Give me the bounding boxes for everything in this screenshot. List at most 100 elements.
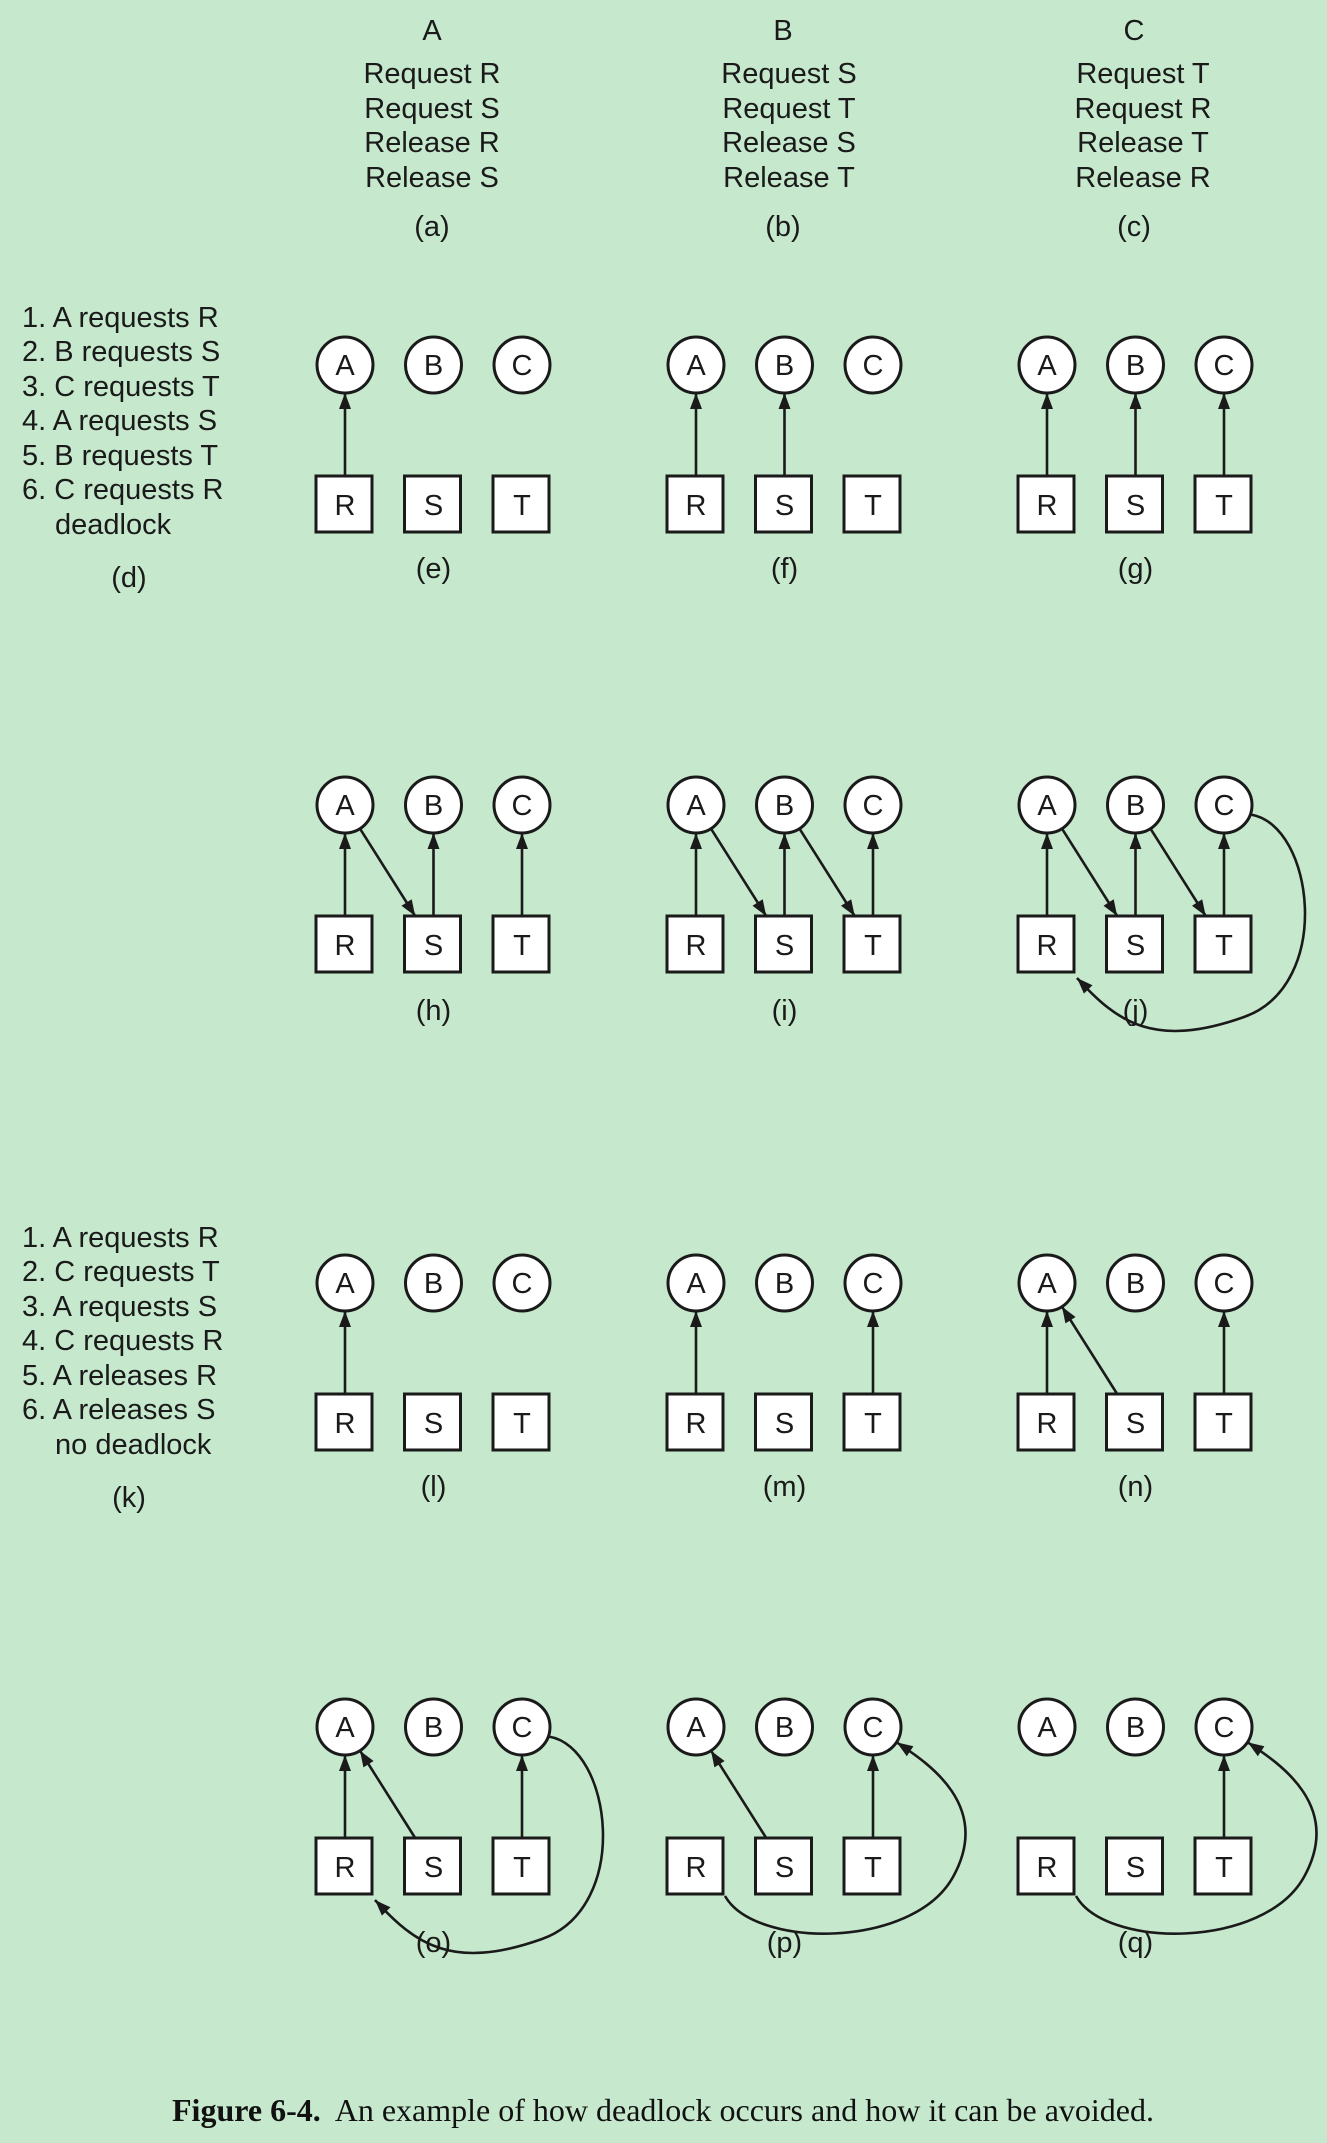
resource-node-label: R [1037, 490, 1058, 522]
arrowhead [867, 833, 879, 849]
process-step: Release R [1075, 162, 1210, 194]
process-node-b [404, 1253, 463, 1313]
process-column-b: B Request S Request T Release S Release … [721, 15, 856, 243]
edge-R-C [723, 1741, 967, 1935]
resource-node-t [491, 1392, 551, 1452]
arrowhead [778, 833, 791, 849]
process-node-label: C [1214, 1268, 1235, 1300]
resource-node-label: R [686, 1408, 707, 1440]
arrowhead [1192, 899, 1206, 916]
process-node-c [843, 1697, 903, 1757]
sequence-step: 3. C requests T [22, 371, 220, 403]
resource-node-label: S [424, 930, 443, 962]
resource-node-label: T [1215, 490, 1233, 522]
sequence-step: 1. A requests R [22, 1222, 219, 1254]
resource-node-r [1016, 914, 1076, 974]
resource-node-r [1016, 1392, 1076, 1452]
resource-node-t [1193, 1392, 1253, 1452]
sequence-step: 1. A requests R [22, 302, 219, 334]
process-node-b [404, 775, 463, 835]
sequence-step: 6. A releases S [22, 1394, 215, 1426]
panel-tag: (p) [767, 1927, 802, 1959]
arrowhead [1218, 833, 1230, 849]
process-node-c [492, 1253, 552, 1313]
process-node-a [1017, 775, 1077, 835]
process-node-label: C [512, 350, 533, 382]
process-node-label: C [512, 1268, 533, 1300]
arrowhead [867, 1755, 879, 1771]
resource-node-label: S [424, 1852, 443, 1884]
sequence-step: 2. B requests S [22, 336, 220, 368]
process-column-a: A Request R Request S Release R Release … [363, 15, 500, 243]
arrowhead [516, 1755, 528, 1771]
panel-tag: (k) [112, 1482, 146, 1514]
process-node-label: B [424, 350, 443, 382]
process-node-label: A [1037, 350, 1057, 382]
process-node-label: C [863, 350, 884, 382]
process-node-a [666, 775, 726, 835]
process-node-label: A [1037, 790, 1057, 822]
process-node-c [1194, 335, 1254, 395]
panel-tag: (f) [771, 553, 798, 585]
process-node-c [843, 1253, 903, 1313]
edge-B-T [798, 828, 856, 917]
process-node-label: B [775, 790, 794, 822]
process-node-b [755, 1697, 814, 1757]
resource-node-label: S [1126, 1408, 1145, 1440]
arrowhead [339, 1755, 351, 1771]
resource-node-s [754, 1836, 813, 1896]
caption-label: Figure 6-4. [172, 2092, 321, 2128]
process-node-c [492, 1697, 552, 1757]
process-node-label: A [686, 1712, 706, 1744]
arrowhead [690, 1311, 702, 1327]
process-node-label: B [424, 790, 443, 822]
edge-A-S [358, 828, 417, 917]
arrowhead [339, 393, 351, 409]
resource-node-r [314, 1392, 374, 1452]
resource-node-label: R [686, 490, 707, 522]
arrowhead [1103, 899, 1118, 916]
arrowhead [339, 833, 351, 849]
resource-node-label: S [775, 1408, 794, 1440]
resource-node-s [403, 914, 462, 974]
resource-node-r [314, 1836, 374, 1896]
arrowhead [778, 393, 791, 409]
sequence-step: 5. A releases R [22, 1360, 217, 1392]
process-node-c [1194, 1697, 1254, 1757]
arrowhead [690, 393, 702, 409]
process-node-label: B [1126, 1712, 1145, 1744]
panel-tag: (c) [1117, 211, 1151, 243]
sequence-step: 4. A requests S [22, 405, 217, 437]
edge-S-A [358, 1750, 417, 1839]
arrowhead [1218, 1311, 1230, 1327]
process-node-label: A [335, 1268, 355, 1300]
arrowhead [375, 1900, 391, 1916]
resource-node-s [1105, 914, 1164, 974]
resource-node-label: T [1215, 1852, 1233, 1884]
process-node-a [666, 1697, 726, 1757]
process-node-a [315, 1253, 375, 1313]
process-node-b [404, 1697, 463, 1757]
arrowhead [360, 1750, 374, 1768]
resource-node-label: T [864, 1852, 882, 1884]
arrowhead [516, 833, 528, 849]
sequence-step: 2. C requests T [22, 1256, 220, 1288]
resource-node-label: R [335, 930, 356, 962]
arrowhead [1062, 1306, 1076, 1324]
arrowhead [401, 899, 416, 916]
process-node-b [1106, 1253, 1165, 1313]
sequence-step: 6. C requests R [22, 474, 223, 506]
resource-node-r [1016, 1836, 1076, 1896]
resource-node-label: T [864, 1408, 882, 1440]
resource-node-r [665, 474, 725, 534]
process-column-c: C Request T Request R Release T Release … [1074, 15, 1211, 243]
arrowhead [1041, 393, 1053, 409]
process-step: Request R [1074, 93, 1211, 125]
resource-node-label: T [864, 930, 882, 962]
process-step: Request S [721, 58, 856, 90]
process-node-label: C [863, 1268, 884, 1300]
no-deadlock-sequence: 1. A requests R 2. C requests T 3. A req… [22, 1222, 223, 1514]
process-node-label: B [775, 1712, 794, 1744]
